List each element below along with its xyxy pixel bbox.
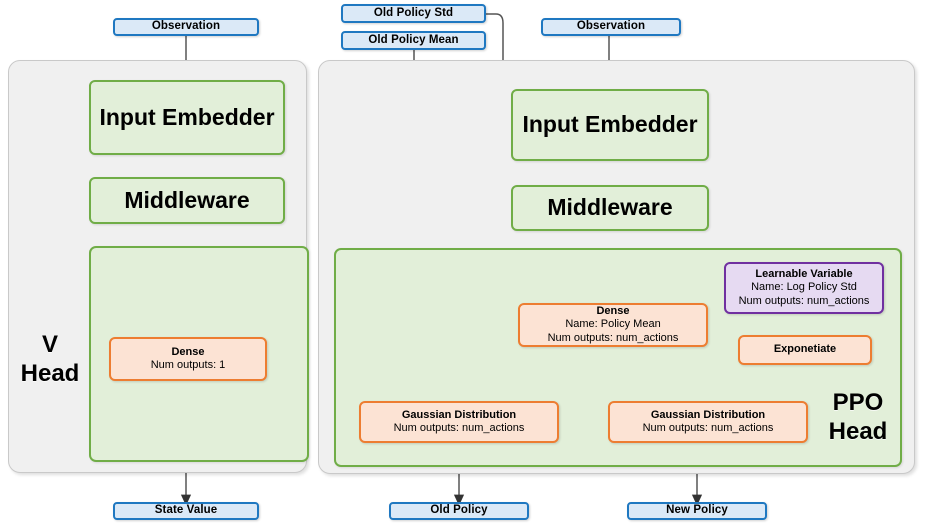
v-dense-outputs: Num outputs: 1 <box>150 359 226 371</box>
exponentiate-label: Exponetiate <box>773 343 837 356</box>
gaussian-distribution-new-block[interactable]: Gaussian Distribution Num outputs: num_a… <box>608 401 808 443</box>
input-observation-left-label: Observation <box>151 20 221 33</box>
learnable-variable-name: Name: Log Policy Std <box>751 281 857 294</box>
gaussian-new-title: Gaussian Distribution <box>650 408 766 421</box>
input-observation-right[interactable]: Observation <box>541 18 681 36</box>
output-state-value-label: State Value <box>154 504 218 517</box>
v-input-embedder-label: Input Embedder <box>99 103 275 130</box>
ppo-input-embedder-label: Input Embedder <box>522 111 698 138</box>
gaussian-old-title: Gaussian Distribution <box>401 408 517 421</box>
v-head-caption-line1: V <box>41 331 58 358</box>
output-new-policy-label: New Policy <box>666 504 728 517</box>
input-observation-left[interactable]: Observation <box>113 18 259 36</box>
ppo-head-caption-line1: PPO <box>832 389 884 416</box>
ppo-dense-outputs: Num outputs: num_actions <box>547 331 679 344</box>
v-dense-title: Dense <box>171 345 205 358</box>
learnable-variable-title: Learnable Variable <box>755 268 853 281</box>
learnable-variable-block[interactable]: Learnable Variable Name: Log Policy Std … <box>724 262 884 314</box>
input-old-policy-mean[interactable]: Old Policy Mean <box>341 31 486 50</box>
v-input-embedder-block[interactable]: Input Embedder <box>89 80 285 155</box>
ppo-middleware-label: Middleware <box>547 194 673 221</box>
v-middleware-label: Middleware <box>124 186 250 213</box>
gaussian-new-outputs: Num outputs: num_actions <box>642 422 774 434</box>
ppo-head-caption: PPO Head <box>818 388 898 447</box>
output-new-policy[interactable]: New Policy <box>627 502 767 520</box>
ppo-middleware-block[interactable]: Middleware <box>511 185 709 231</box>
output-old-policy-label: Old Policy <box>430 504 488 517</box>
input-old-policy-mean-label: Old Policy Mean <box>368 33 459 46</box>
gaussian-distribution-old-block[interactable]: Gaussian Distribution Num outputs: num_a… <box>359 401 559 443</box>
v-middleware-block[interactable]: Middleware <box>89 177 285 224</box>
ppo-input-embedder-block[interactable]: Input Embedder <box>511 89 709 161</box>
learnable-variable-outputs: Num outputs: num_actions <box>738 294 870 307</box>
input-old-policy-std[interactable]: Old Policy Std <box>341 4 486 23</box>
v-dense-block[interactable]: Dense Num outputs: 1 <box>109 337 267 381</box>
exponentiate-block[interactable]: Exponetiate <box>738 335 872 365</box>
ppo-dense-title: Dense <box>596 305 630 318</box>
v-head-caption-line2: Head <box>20 360 80 388</box>
ppo-head-caption-line2: Head <box>828 418 888 446</box>
gaussian-old-outputs: Num outputs: num_actions <box>393 422 525 434</box>
input-observation-right-label: Observation <box>576 20 646 33</box>
v-head-caption: V Head <box>14 330 86 389</box>
ppo-dense-policy-mean-block[interactable]: Dense Name: Policy Mean Num outputs: num… <box>518 303 708 347</box>
ppo-dense-name: Name: Policy Mean <box>565 318 661 331</box>
output-old-policy[interactable]: Old Policy <box>389 502 529 520</box>
input-old-policy-std-label: Old Policy Std <box>373 6 454 19</box>
output-state-value[interactable]: State Value <box>113 502 259 520</box>
